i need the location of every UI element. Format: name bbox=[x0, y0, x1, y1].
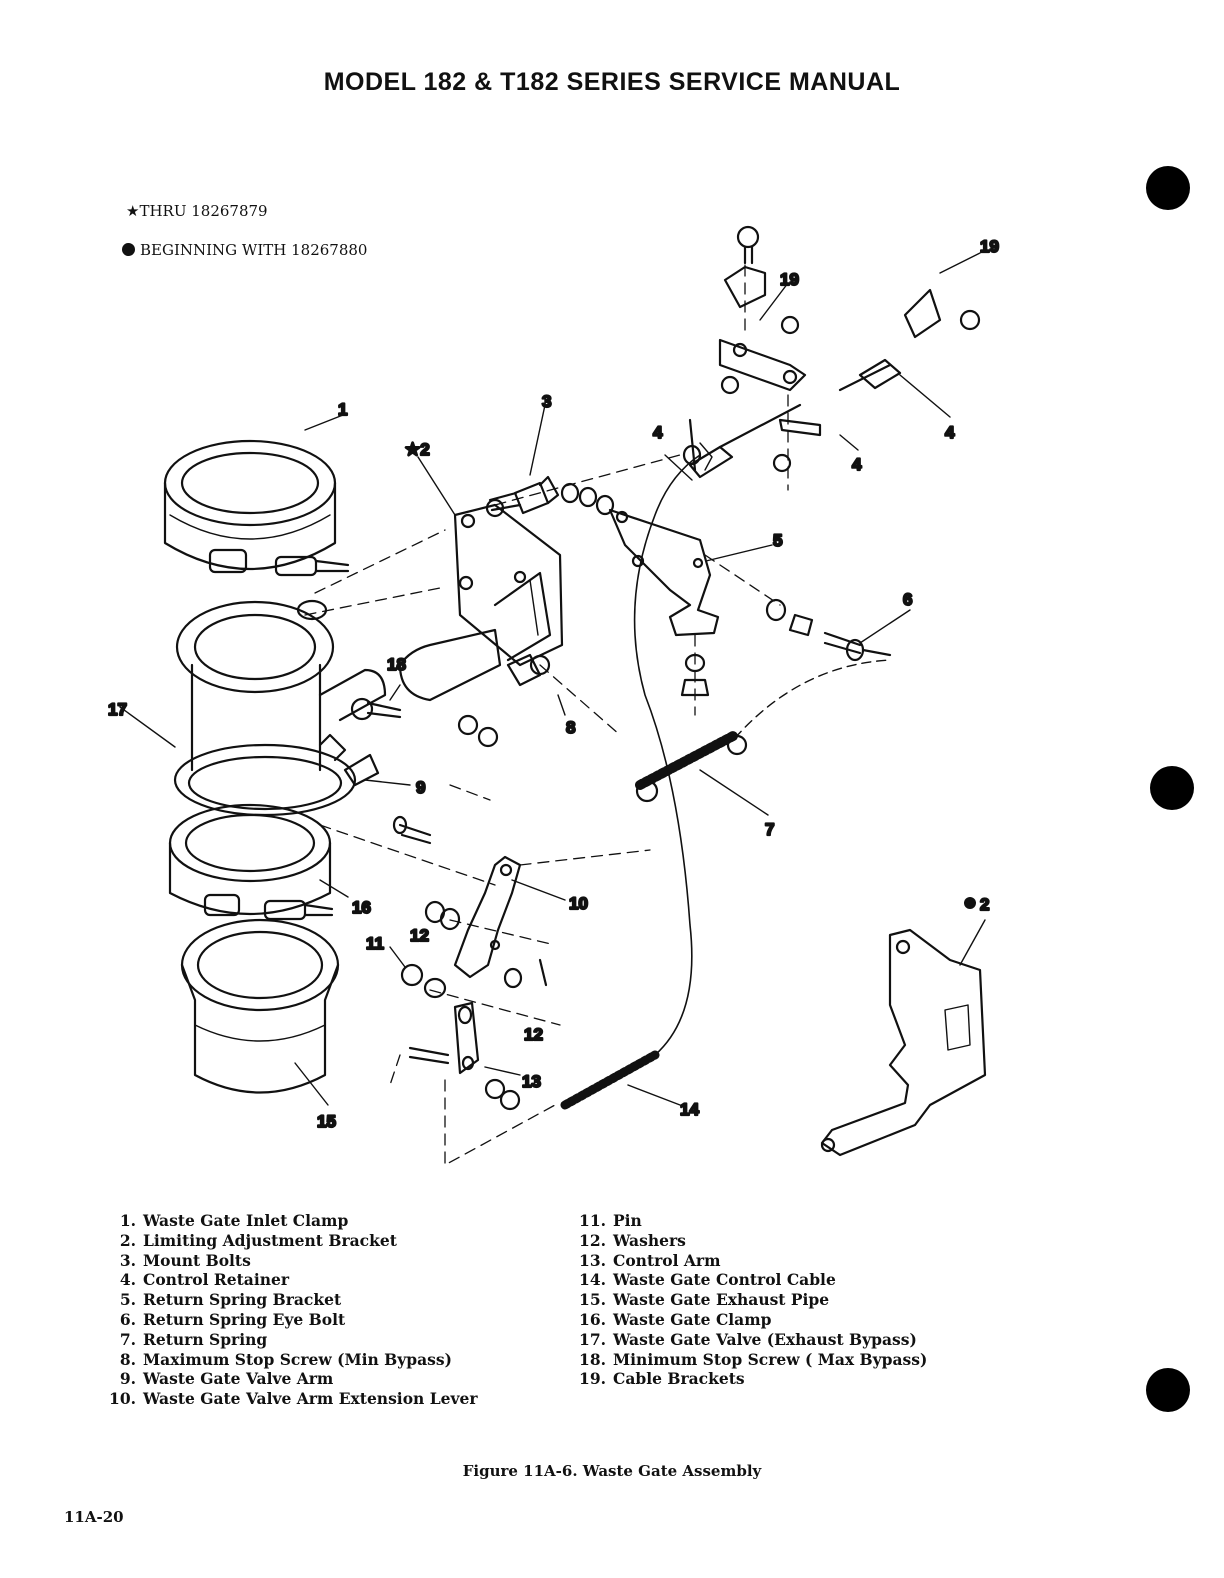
parts-list-item: 8.Maximum Stop Screw (Min Bypass) bbox=[119, 1349, 452, 1369]
part-return-spring bbox=[635, 659, 891, 803]
callout-5: 5 bbox=[773, 531, 782, 550]
callout-2-star-number: 2 bbox=[420, 440, 429, 459]
callout-12-lower: 12 bbox=[524, 1025, 543, 1044]
parts-list-item: 2.Limiting Adjustment Bracket bbox=[119, 1230, 397, 1250]
callout-1: 1 bbox=[338, 400, 347, 419]
callout-17: 17 bbox=[108, 700, 127, 719]
part-control-cable bbox=[560, 454, 701, 1110]
part-waste-gate-inlet-clamp bbox=[163, 439, 350, 577]
waste-gate-exploded-diagram: 1 ★2 3 4 4 4 5 6 7 8 9 10 11 12 12 13 14… bbox=[107, 225, 1000, 1166]
page-number: 11A-20 bbox=[64, 1508, 124, 1526]
parts-list-item: 15.Waste Gate Exhaust Pipe bbox=[579, 1290, 830, 1310]
dot-symbol bbox=[122, 243, 135, 256]
part-valve-arm-extension-lever bbox=[453, 855, 522, 979]
parts-list-item: 6.Return Spring Eye Bolt bbox=[119, 1309, 346, 1329]
callout-13: 13 bbox=[522, 1072, 541, 1091]
parts-list-item: 11.Pin bbox=[579, 1211, 642, 1230]
effectivity-star-note: ★THRU 18267879 bbox=[126, 202, 268, 220]
callout-4-left: 4 bbox=[653, 423, 663, 442]
parts-list-item: 12.Washers bbox=[579, 1230, 686, 1250]
callout-9: 9 bbox=[416, 778, 425, 797]
callout-10: 10 bbox=[569, 894, 588, 913]
part-waste-gate-clamp bbox=[168, 803, 334, 921]
parts-list-left: 1.Waste Gate Inlet Clamp 2.Limiting Adju… bbox=[102, 1211, 478, 1409]
callout-2-star: ★2 bbox=[405, 440, 430, 459]
callout-2-dot: 2 bbox=[980, 895, 989, 914]
parts-list-item: 18.Minimum Stop Screw ( Max Bypass) bbox=[579, 1349, 928, 1369]
binder-hole-bottom bbox=[1146, 1368, 1190, 1412]
binder-hole-top bbox=[1146, 166, 1190, 210]
parts-list-item: 5.Return Spring Bracket bbox=[119, 1290, 342, 1310]
callout-4-right: 4 bbox=[945, 423, 955, 442]
callout-4-middle: 4 bbox=[852, 455, 862, 474]
part-mount-bolt bbox=[485, 475, 560, 518]
parts-list-item: 10.Waste Gate Valve Arm Extension Lever bbox=[109, 1389, 478, 1409]
callout-11: 11 bbox=[366, 934, 384, 953]
part-cable-brackets-and-retainers bbox=[682, 225, 981, 479]
star-symbol: ★ bbox=[126, 202, 140, 220]
callout-19-left: 19 bbox=[780, 270, 799, 289]
parts-list-item: 13.Control Arm bbox=[579, 1250, 721, 1270]
callout-19-right: 19 bbox=[980, 237, 999, 256]
figure-caption: Figure 11A-6. Waste Gate Assembly bbox=[462, 1462, 762, 1480]
star-note-text: THRU 18267879 bbox=[139, 202, 268, 220]
part-control-arm bbox=[408, 1001, 521, 1111]
callout-7: 7 bbox=[765, 820, 774, 839]
part-return-spring-bracket bbox=[608, 508, 720, 637]
parts-list-right: 11.Pin 12.Washers 13.Control Arm 14.Wast… bbox=[572, 1211, 927, 1389]
page-title: MODEL 182 & T182 SERIES SERVICE MANUAL bbox=[323, 68, 901, 96]
parts-list-item: 17.Waste Gate Valve (Exhaust Bypass) bbox=[579, 1329, 917, 1349]
parts-list-item: 14.Waste Gate Control Cable bbox=[579, 1270, 836, 1290]
part-limiting-adjustment-bracket-alternate bbox=[820, 928, 987, 1157]
callout-3: 3 bbox=[542, 392, 551, 411]
effectivity-dot-note: BEGINNING WITH 18267880 bbox=[122, 241, 367, 259]
callout-18: 18 bbox=[387, 655, 406, 674]
callout-12-upper: 12 bbox=[410, 926, 429, 945]
parts-list-item: 19.Cable Brackets bbox=[579, 1369, 745, 1389]
parts-list-item: 1.Waste Gate Inlet Clamp bbox=[119, 1211, 349, 1230]
parts-list-item: 7.Return Spring bbox=[119, 1329, 268, 1349]
binder-hole-middle bbox=[1150, 766, 1194, 810]
callout-2-dot-symbol bbox=[964, 897, 976, 909]
parts-list-item: 16.Waste Gate Clamp bbox=[579, 1309, 772, 1329]
callout-8: 8 bbox=[566, 718, 575, 737]
part-waste-gate-exhaust-pipe bbox=[180, 918, 340, 1094]
part-return-spring-eye-bolt bbox=[765, 598, 892, 662]
callout-6: 6 bbox=[903, 590, 912, 609]
parts-list-item: 4.Control Retainer bbox=[119, 1270, 290, 1290]
part-waste-gate-valve-body bbox=[173, 599, 387, 817]
parts-list-item: 9.Waste Gate Valve Arm bbox=[119, 1369, 334, 1389]
callout-14: 14 bbox=[680, 1100, 699, 1119]
callout-15: 15 bbox=[317, 1112, 336, 1131]
parts-list-item: 3.Mount Bolts bbox=[119, 1250, 251, 1270]
dot-note-text: BEGINNING WITH 18267880 bbox=[140, 241, 368, 259]
callout-16: 16 bbox=[352, 898, 371, 917]
